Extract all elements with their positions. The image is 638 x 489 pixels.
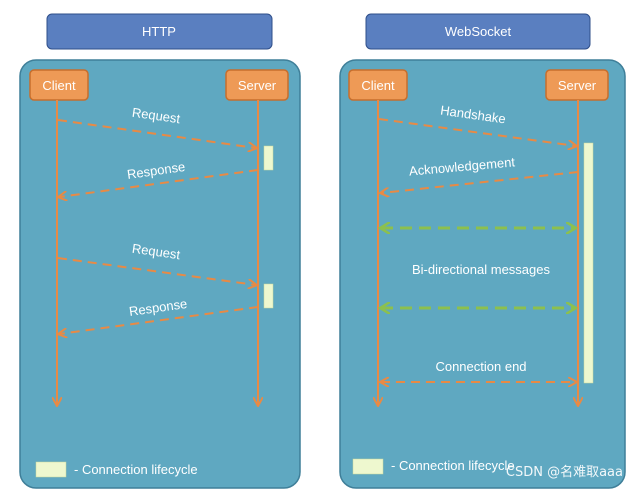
http-legend-swatch (35, 461, 67, 478)
websocket-client-label: Client (361, 78, 395, 93)
http-client-box (29, 69, 89, 101)
http-message-label: Request (131, 105, 181, 127)
http-lifecycle-bar (263, 283, 274, 309)
websocket-legend-label: - Connection lifecycle (391, 458, 515, 473)
http-message-arrow (57, 119, 256, 148)
http-title: HTTP (142, 24, 176, 39)
http-message-arrow (59, 306, 259, 334)
websocket-title-box (365, 13, 591, 50)
http-server-label: Server (238, 78, 277, 93)
http-title-box (46, 13, 273, 50)
websocket-section: WebSocket Client Server Handshake Acknow… (339, 13, 626, 489)
http-message-arrow (57, 257, 256, 285)
websocket-title: WebSocket (445, 24, 512, 39)
http-legend-label: - Connection lifecycle (74, 462, 198, 477)
http-section: HTTP Client Server Request Response Requ… (19, 13, 301, 489)
websocket-message-arrow (381, 171, 579, 193)
websocket-message-label: Bi-directional messages (412, 262, 551, 277)
http-message-arrow (59, 169, 259, 197)
http-panel (19, 59, 301, 489)
http-message-label: Request (131, 241, 181, 263)
websocket-lifecycle-bar (583, 142, 594, 384)
http-client-label: Client (42, 78, 76, 93)
websocket-message-label: Connection end (435, 359, 526, 374)
websocket-server-label: Server (558, 78, 597, 93)
websocket-legend-swatch (352, 458, 384, 475)
http-lifecycle-bar (263, 145, 274, 171)
websocket-message-arrow (378, 118, 576, 146)
watermark: CSDN @名难取aaa (506, 464, 623, 480)
